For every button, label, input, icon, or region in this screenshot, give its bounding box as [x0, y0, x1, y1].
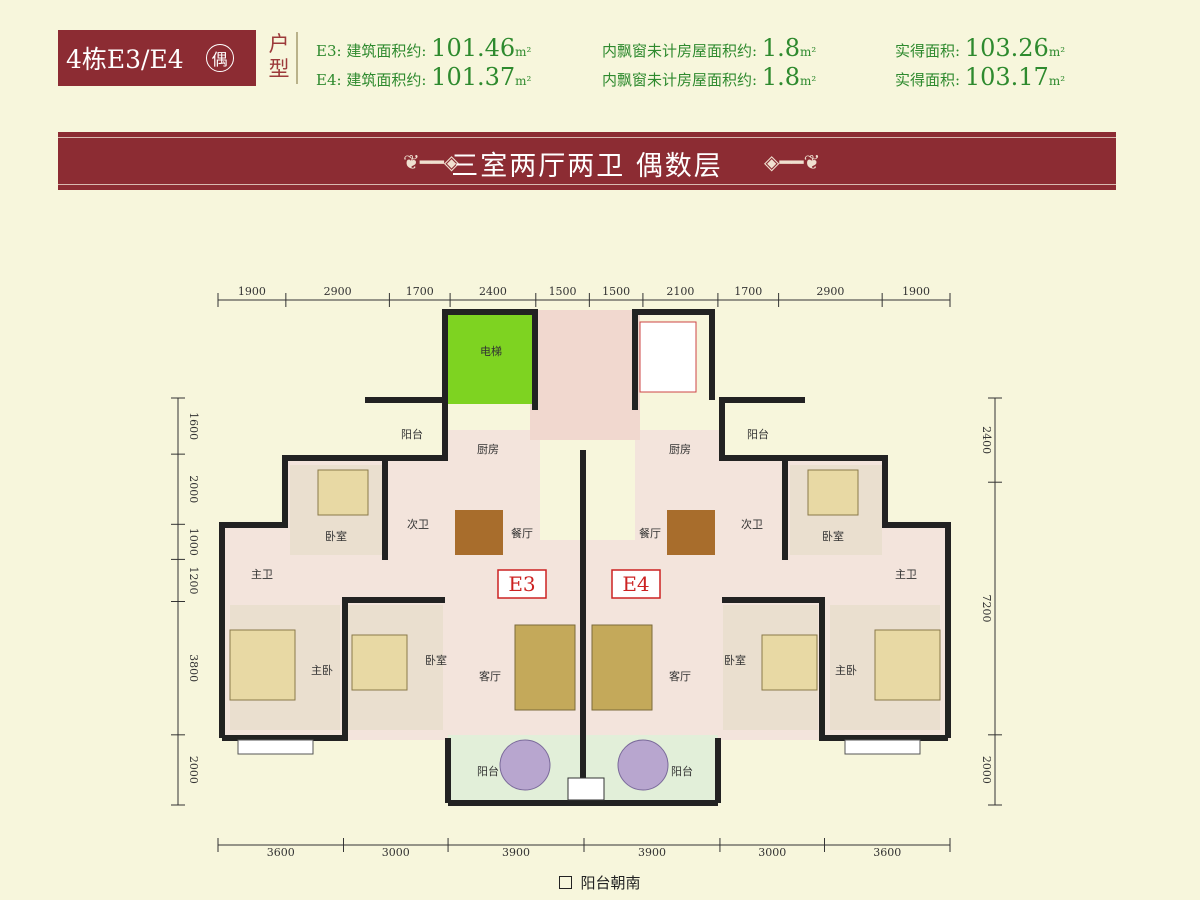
top-dim-8: 1700	[734, 285, 762, 298]
left-dim-5: 3800	[187, 654, 200, 682]
room-second-bath-e3: 次卫	[407, 517, 429, 531]
spec-bay-e4: 内飘窗未计房屋面积约: 1.8m²	[602, 63, 816, 91]
top-dim-2: 2900	[324, 285, 352, 298]
bottom-dim-6: 3600	[873, 846, 901, 859]
room-balcony-nw: 阳台	[401, 427, 423, 441]
huxing-char-2: 型	[268, 57, 290, 81]
room-balcony-ne: 阳台	[747, 427, 769, 441]
spec-area-unit: m²	[515, 74, 532, 88]
room-second-bath-e4: 次卫	[741, 517, 763, 531]
room-balcony-e3: 阳台	[477, 764, 499, 778]
bottom-dim-4: 3900	[638, 846, 666, 859]
spec-actual-label: 实得面积:	[895, 71, 961, 89]
spec-bay-unit: m²	[800, 74, 817, 88]
top-dim-9: 2900	[816, 285, 844, 298]
spec-area-label: 建筑面积约:	[346, 71, 427, 89]
left-dim-4: 1200	[187, 566, 200, 594]
bottom-dim-5: 3000	[758, 846, 786, 859]
checkbox-square-icon	[559, 876, 573, 889]
room-bedroom-e3-north: 卧室	[325, 529, 347, 543]
spec-area-unit: m²	[515, 45, 532, 59]
spec-actual: 103.17	[964, 63, 1049, 91]
room-dining-e4: 餐厅	[639, 526, 661, 540]
elevator-block	[448, 312, 532, 404]
building-badge: 4栋E3/E4 偶	[58, 30, 256, 86]
spec-actual-e3: 实得面积: 103.26m²	[895, 34, 1065, 62]
bottom-dim-3: 3900	[502, 846, 530, 859]
walls	[219, 309, 951, 806]
room-elevator: 电梯	[480, 345, 502, 358]
spec-actual-e4: 实得面积: 103.17m²	[895, 63, 1065, 91]
banner-title: 三室两厅两卫 偶数层	[451, 151, 723, 182]
top-dim-5: 1500	[549, 285, 577, 298]
ornament-right-icon: ◈━━❦	[764, 150, 821, 174]
spec-bay: 1.8	[761, 34, 801, 62]
huxing-char-1: 户	[268, 32, 290, 56]
top-dim-7: 2100	[666, 285, 694, 298]
spec-unit: E4:	[316, 71, 342, 89]
right-dimension-ticks: 2400 7200 2000	[980, 397, 1002, 806]
room-bedroom-e4-south: 卧室	[724, 653, 746, 667]
spec-bay-e3: 内飘窗未计房屋面积约: 1.8m²	[602, 34, 816, 62]
room-bedroom-e3-south: 卧室	[425, 653, 447, 667]
spec-bay-unit: m²	[800, 45, 817, 59]
spec-actual-unit: m²	[1048, 45, 1066, 59]
top-dimension-ticks: 1900 2900 1700 2400 1500 1500 2100 1700 2900 1900	[217, 285, 951, 307]
room-kitchen-e4: 厨房	[669, 443, 691, 456]
top-dim-1: 1900	[238, 285, 266, 298]
right-dim-2: 7200	[980, 595, 993, 623]
room-kitchen-e3: 厨房	[477, 443, 499, 456]
badge-text: 4栋E3/E4	[66, 45, 184, 74]
top-dim-10: 1900	[902, 285, 930, 298]
bottom-dimension-ticks: 3600 3000 3900 3900 3000 3600	[217, 838, 951, 859]
room-bedroom-e4-north: 卧室	[822, 529, 844, 543]
room-master-bedroom-e4: 主卧	[835, 664, 857, 677]
spec-area: 101.37	[431, 63, 516, 91]
left-dim-2: 2000	[187, 475, 200, 503]
spec-bay-label: 内飘窗未计房屋面积约:	[602, 42, 758, 60]
orientation-note: 阳台朝南	[0, 872, 1200, 893]
unit-label-e3: E3	[508, 572, 535, 596]
room-living-e4: 客厅	[669, 669, 691, 683]
top-dim-6: 1500	[602, 285, 630, 298]
spec-actual-label: 实得面积:	[895, 42, 961, 60]
spec-unit: E3:	[316, 42, 342, 60]
left-dimension-ticks: 1600 2000 1000 1200 3800 2000	[171, 397, 200, 806]
unit-label-e4: E4	[622, 572, 649, 596]
huxing-label: 户 型	[262, 32, 298, 84]
spec-area: 101.46	[431, 34, 516, 62]
spec-bay-label: 内飘窗未计房屋面积约:	[602, 71, 758, 89]
bottom-dim-2: 3000	[382, 846, 410, 859]
room-master-bath-e3: 主卫	[251, 568, 273, 581]
even-floor-mark: 偶	[205, 44, 234, 72]
spec-actual: 103.26	[964, 34, 1049, 62]
spec-actual-unit: m²	[1048, 74, 1066, 88]
spec-bay: 1.8	[761, 63, 801, 91]
spec-row-e4: E4: 建筑面积约: 101.37m²	[316, 63, 531, 91]
spec-area-label: 建筑面积约:	[346, 42, 427, 60]
right-dim-1: 2400	[980, 426, 993, 454]
orientation-text: 阳台朝南	[580, 874, 641, 892]
right-dim-3: 2000	[980, 756, 993, 784]
ornament-left-icon: ❦━━◈	[403, 150, 460, 174]
room-master-bath-e4: 主卫	[895, 568, 917, 581]
top-dim-4: 2400	[479, 285, 507, 298]
left-dim-1: 1600	[187, 412, 200, 440]
room-balcony-e4: 阳台	[671, 764, 693, 778]
top-dim-3: 1700	[406, 285, 434, 298]
left-dim-6: 2000	[187, 756, 200, 784]
room-master-bedroom-e3: 主卧	[311, 664, 333, 677]
room-dining-e3: 餐厅	[511, 526, 533, 540]
bottom-dim-1: 3600	[267, 846, 295, 859]
furniture	[229, 321, 941, 801]
title-banner: ❦━━◈ 三室两厅两卫 偶数层 ◈━━❦	[58, 132, 1116, 190]
floor-fills	[225, 310, 950, 803]
room-living-e3: 客厅	[479, 669, 501, 683]
left-dim-3: 1000	[187, 528, 200, 556]
spec-row-e3: E3: 建筑面积约: 101.46m²	[316, 34, 531, 62]
